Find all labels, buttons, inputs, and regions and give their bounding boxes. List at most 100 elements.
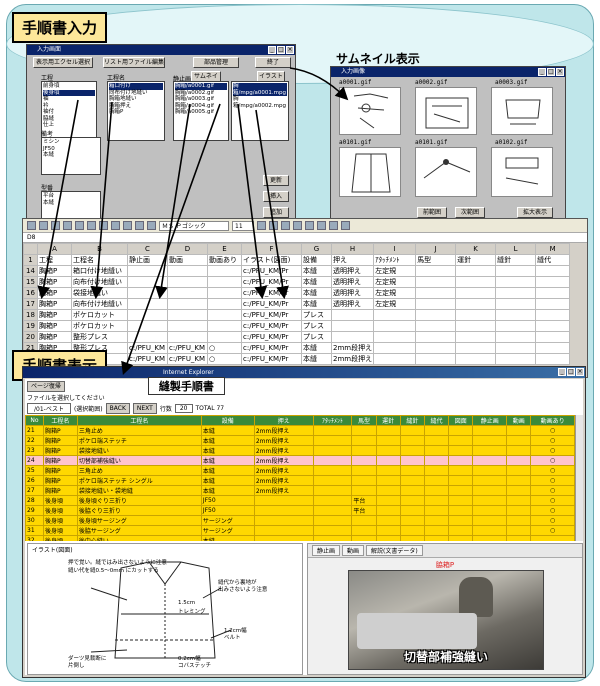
- cell[interactable]: [495, 320, 537, 332]
- cell[interactable]: [167, 276, 208, 288]
- cell[interactable]: [535, 287, 571, 299]
- list-edit-button[interactable]: リスト用ファイル編集: [103, 57, 165, 68]
- cell[interactable]: ポケロカット: [71, 320, 128, 332]
- align-icon[interactable]: [293, 221, 302, 230]
- cell[interactable]: 向布付け地縫い: [71, 276, 128, 288]
- column-header[interactable]: No: [25, 415, 44, 426]
- next-range-button[interactable]: 次範囲: [455, 207, 485, 218]
- cell[interactable]: 左定規: [373, 265, 417, 277]
- parts-button[interactable]: 部品管理: [193, 57, 239, 68]
- cell[interactable]: [455, 309, 497, 321]
- cell-reference[interactable]: D8: [27, 234, 36, 241]
- tab-still-image[interactable]: 静止画: [312, 545, 341, 556]
- font-color-icon[interactable]: [341, 221, 350, 230]
- cell[interactable]: [535, 309, 571, 321]
- table-scrollbar[interactable]: [575, 415, 583, 541]
- cell[interactable]: [415, 320, 457, 332]
- cell[interactable]: [127, 298, 168, 310]
- thumbnail-image[interactable]: [339, 147, 401, 197]
- cell[interactable]: 本縫: [301, 298, 332, 310]
- cell[interactable]: c:/PFU_KM: [127, 353, 168, 365]
- exit-button[interactable]: 終了: [255, 57, 291, 68]
- cell[interactable]: 左定規: [373, 287, 417, 299]
- cell[interactable]: [455, 331, 497, 343]
- font-select[interactable]: ＭＳ Ｐゴシック: [159, 220, 229, 231]
- column-header[interactable]: L: [495, 243, 537, 255]
- cell[interactable]: c:/PFU_KM/Pr: [241, 309, 302, 321]
- row-number[interactable]: 18: [23, 309, 38, 321]
- list-item[interactable]: 前身頃: [43, 83, 60, 89]
- list-item[interactable]: 胸箱押え: [109, 102, 132, 109]
- list-item[interactable]: 胸箱P: [109, 109, 124, 115]
- cell[interactable]: [207, 331, 242, 343]
- thumbnail-image[interactable]: [339, 87, 401, 135]
- cell[interactable]: [127, 309, 168, 321]
- cell[interactable]: [455, 265, 497, 277]
- bold-icon[interactable]: [257, 221, 266, 230]
- cell[interactable]: [207, 309, 242, 321]
- cell[interactable]: [495, 331, 537, 343]
- cell[interactable]: c:/PFU_KM: [167, 342, 208, 354]
- cell[interactable]: 胸箱P: [37, 320, 72, 332]
- file-select[interactable]: /01-ベスト: [27, 403, 71, 414]
- list-item[interactable]: 胸箱/mpg/a0002.mpg: [233, 96, 287, 109]
- cell[interactable]: c:/PFU_KM: [167, 353, 208, 365]
- header-cell[interactable]: 静止画: [127, 254, 168, 266]
- cell[interactable]: 胸箱P: [37, 265, 72, 277]
- cell[interactable]: [330, 331, 375, 343]
- cell[interactable]: [455, 276, 497, 288]
- next-button[interactable]: NEXT: [132, 403, 157, 414]
- cell[interactable]: [207, 276, 242, 288]
- column-header[interactable]: K: [455, 243, 497, 255]
- list-item[interactable]: 胸箱/a0002.gif: [175, 89, 214, 96]
- cell[interactable]: 向布付け地縫い: [71, 298, 128, 310]
- cell[interactable]: ポケロカット: [71, 309, 128, 321]
- cell[interactable]: [455, 320, 497, 332]
- list-item[interactable]: 胸箱/mpg/a0001.mpg: [233, 83, 287, 96]
- cell[interactable]: [167, 287, 208, 299]
- cell[interactable]: c:/PFU_KM/Pr: [241, 353, 302, 365]
- cell[interactable]: [330, 309, 375, 321]
- cell[interactable]: [167, 309, 208, 321]
- cell[interactable]: [535, 320, 571, 332]
- cell[interactable]: [495, 298, 537, 310]
- cell[interactable]: [373, 309, 417, 321]
- cell[interactable]: [455, 287, 497, 299]
- cell[interactable]: [495, 265, 537, 277]
- list-item[interactable]: 仕上: [43, 122, 55, 128]
- cell[interactable]: [495, 342, 537, 354]
- cut-icon[interactable]: [75, 221, 84, 230]
- column-header[interactable]: 縫代: [423, 415, 450, 426]
- list-item[interactable]: 向布付け地縫い: [109, 89, 148, 96]
- cell[interactable]: 胸箱P: [37, 309, 72, 321]
- cell[interactable]: c:/PFU_KM/Pr: [241, 265, 302, 277]
- fill-color-icon[interactable]: [329, 221, 338, 230]
- cell[interactable]: [415, 309, 457, 321]
- cell[interactable]: [373, 331, 417, 343]
- row-number[interactable]: 1: [23, 254, 38, 266]
- rows-select[interactable]: 20: [174, 404, 193, 413]
- cell[interactable]: [495, 287, 537, 299]
- list-item[interactable]: 本縫: [43, 199, 55, 206]
- cell[interactable]: [535, 331, 571, 343]
- column-header[interactable]: 運針: [375, 415, 401, 426]
- cell[interactable]: 胸箱P: [37, 298, 72, 310]
- formula-bar[interactable]: D8: [23, 233, 587, 243]
- cell[interactable]: プレス: [301, 331, 332, 343]
- cell[interactable]: [167, 298, 208, 310]
- cell[interactable]: 左定規: [373, 298, 417, 310]
- previous-range-button[interactable]: 前範囲: [417, 207, 447, 218]
- new-file-icon[interactable]: [27, 221, 36, 230]
- cell[interactable]: [167, 331, 208, 343]
- cell[interactable]: 箱口付け地縫い: [71, 265, 128, 277]
- cell[interactable]: [415, 265, 457, 277]
- list-item[interactable]: 胸箱地縫い: [109, 96, 137, 102]
- add-button[interactable]: 追加: [263, 207, 289, 218]
